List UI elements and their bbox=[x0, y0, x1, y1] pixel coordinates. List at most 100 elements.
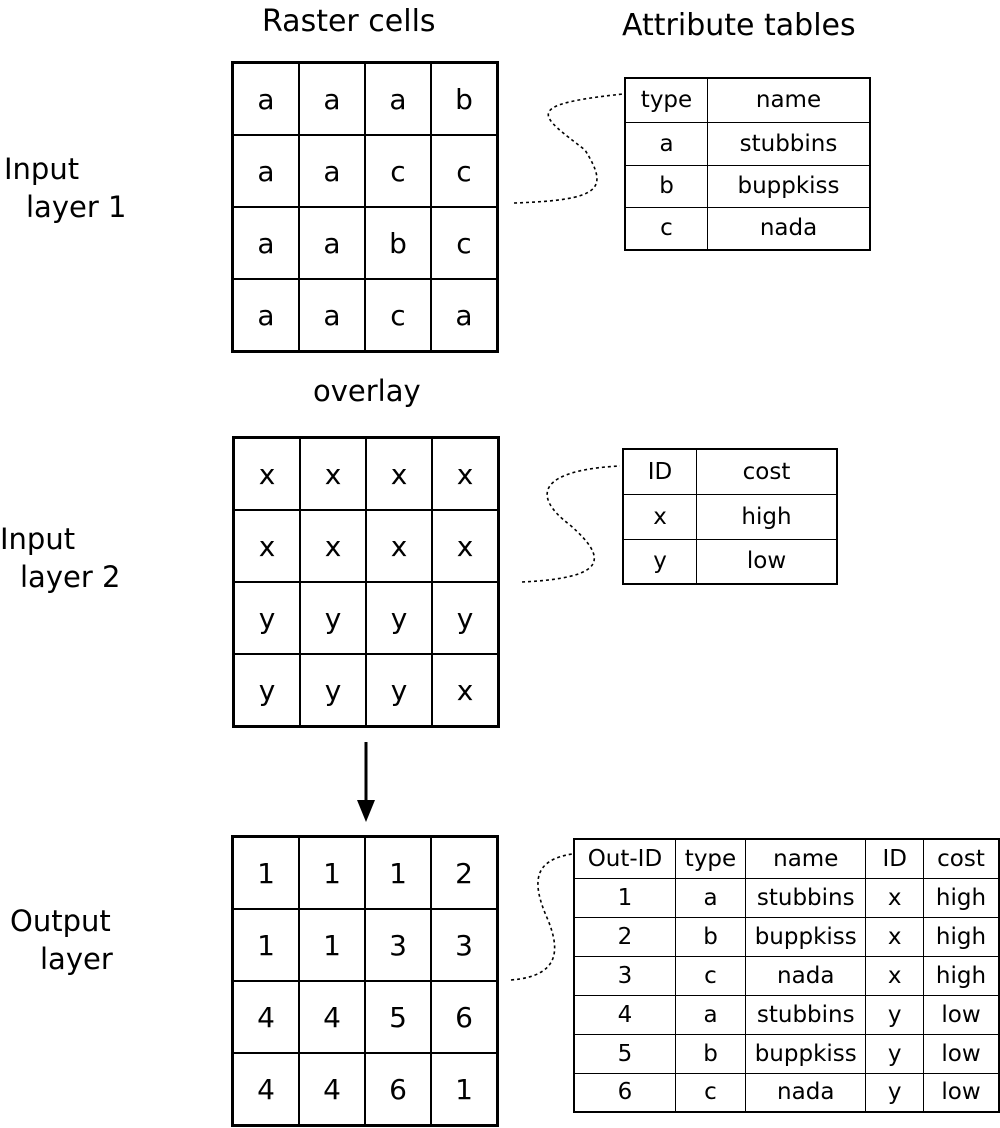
table-cell: c bbox=[674, 955, 747, 996]
raster-cell: a bbox=[298, 206, 366, 280]
label-line-2: layer 2 bbox=[20, 560, 121, 594]
column-header: cost bbox=[923, 838, 1000, 879]
raster-cell: c bbox=[364, 278, 432, 353]
raster-cell: 2 bbox=[430, 835, 499, 910]
label-line-2: layer 1 bbox=[26, 190, 127, 224]
table-cell: buppkiss bbox=[707, 164, 871, 208]
raster-cell: x bbox=[365, 509, 433, 583]
raster-cell: b bbox=[430, 61, 499, 136]
column-header: ID bbox=[865, 838, 924, 879]
table-cell: stubbins bbox=[707, 121, 871, 166]
raster-cell: 5 bbox=[364, 980, 432, 1054]
raster-cell: x bbox=[431, 509, 500, 583]
raster-cell: x bbox=[431, 436, 500, 511]
table-cell: high bbox=[923, 877, 1000, 918]
raster-cell: c bbox=[430, 206, 499, 280]
raster-cell: y bbox=[299, 653, 367, 728]
table-cell: x bbox=[865, 955, 924, 996]
raster-cell: y bbox=[365, 653, 433, 728]
raster-cell: a bbox=[231, 278, 300, 353]
label-line-1: Input bbox=[0, 522, 76, 556]
raster-cells-header: Raster cells bbox=[262, 4, 436, 39]
dotted-link-1 bbox=[513, 93, 624, 204]
table-cell: b bbox=[674, 916, 747, 957]
raster-cell: y bbox=[431, 581, 500, 655]
table-cell: high bbox=[696, 493, 838, 540]
raster-cell: a bbox=[298, 61, 366, 136]
table-cell: x bbox=[865, 916, 924, 957]
table-cell: 1 bbox=[573, 877, 676, 918]
column-header: type bbox=[674, 838, 747, 879]
column-header: name bbox=[745, 838, 867, 879]
raster-cell: x bbox=[299, 436, 367, 511]
dotted-link-3 bbox=[510, 853, 573, 981]
raster-cell: y bbox=[365, 581, 433, 655]
raster-cell: 1 bbox=[298, 908, 366, 982]
output-layer-label: Output layer bbox=[10, 902, 113, 978]
table-cell: nada bbox=[707, 206, 871, 251]
raster-cell: y bbox=[232, 581, 301, 655]
table-cell: buppkiss bbox=[745, 1033, 867, 1074]
table-cell: 2 bbox=[573, 916, 676, 957]
table-cell: low bbox=[923, 1072, 1000, 1113]
attribute-tables-header: Attribute tables bbox=[622, 8, 856, 43]
input-layer-2-label: Input layer 2 bbox=[0, 520, 120, 596]
column-header: Out-ID bbox=[573, 838, 676, 879]
table-cell: stubbins bbox=[745, 994, 867, 1035]
raster-cell: y bbox=[299, 581, 367, 655]
table-cell: nada bbox=[745, 1072, 867, 1113]
table-cell: 5 bbox=[573, 1033, 676, 1074]
raster-cell: 6 bbox=[364, 1052, 432, 1127]
table-cell: high bbox=[923, 916, 1000, 957]
raster-cell: c bbox=[430, 134, 499, 208]
table-cell: c bbox=[674, 1072, 747, 1113]
raster-cell: 1 bbox=[231, 908, 300, 982]
column-header: ID bbox=[622, 448, 697, 495]
raster-cell: a bbox=[231, 134, 300, 208]
label-line-2: layer bbox=[40, 942, 113, 976]
down-arrow-head bbox=[357, 800, 375, 822]
raster-cell: a bbox=[430, 278, 499, 353]
label-line-1: Input bbox=[4, 152, 80, 186]
table-cell: y bbox=[865, 1072, 924, 1113]
table-cell: low bbox=[923, 1033, 1000, 1074]
raster-cell: 4 bbox=[231, 980, 300, 1054]
table-cell: a bbox=[674, 994, 747, 1035]
raster-cell: 4 bbox=[298, 980, 366, 1054]
table-cell: 4 bbox=[573, 994, 676, 1035]
table-cell: buppkiss bbox=[745, 916, 867, 957]
raster-cell: 1 bbox=[231, 835, 300, 910]
table-cell: x bbox=[865, 877, 924, 918]
raster-cell: x bbox=[232, 436, 301, 511]
raster-cell: x bbox=[232, 509, 301, 583]
raster-cell: a bbox=[298, 134, 366, 208]
raster-cell: a bbox=[298, 278, 366, 353]
table-cell: c bbox=[624, 206, 708, 251]
raster-cell: 3 bbox=[430, 908, 499, 982]
raster-cell: b bbox=[364, 206, 432, 280]
